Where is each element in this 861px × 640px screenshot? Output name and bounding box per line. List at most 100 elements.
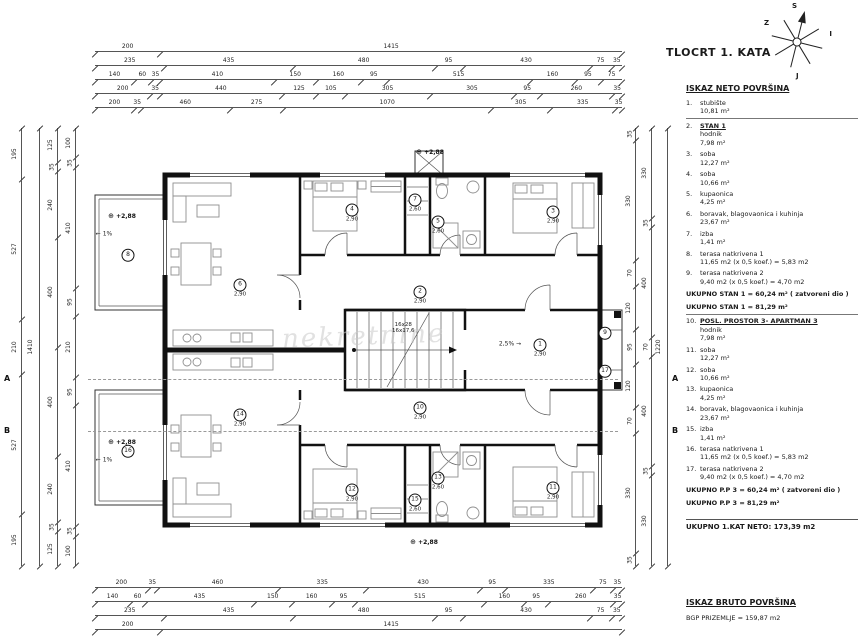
legend-item-number: 16. xyxy=(686,445,697,453)
dimension-value: 150 xyxy=(289,71,301,78)
dimension-value: 305 xyxy=(466,85,478,92)
dimension-segment: 35 xyxy=(642,466,652,476)
dimension-segment: 435 xyxy=(145,592,254,602)
dimension-segment: 95 xyxy=(66,288,76,317)
compass-rose: S Z I J xyxy=(762,2,832,80)
floor-plan xyxy=(85,125,625,575)
dimension-segment: 330 xyxy=(625,140,636,261)
legend-item-number: 12. xyxy=(686,365,697,374)
dimension-value: 240 xyxy=(46,198,54,211)
dimension-segment: 440 xyxy=(160,84,282,94)
legend-item-number: 14. xyxy=(686,405,697,414)
legend-total-row: UKUPNO P.P 3 = 81,29 m² xyxy=(686,498,780,507)
dimension-value: 240 xyxy=(46,483,54,496)
dimension-segment: 430 xyxy=(462,56,590,66)
legend-item-area: 10,66 m² xyxy=(700,373,730,382)
dimension-value: 70 xyxy=(626,269,634,278)
legend-item-label: boravak, blagovaonica i kuhinja xyxy=(700,405,804,414)
dimension-value: 95 xyxy=(66,387,74,396)
dimension-segment: 35 xyxy=(615,98,622,108)
dimension-value: 210 xyxy=(64,341,72,353)
dimension-segment: 95 xyxy=(360,70,388,80)
legend-item-area: 11,65 m2 (x 0,5 koef.) = 5,83 m2 xyxy=(700,258,809,266)
legend-item-area: 10,66 m² xyxy=(700,178,730,187)
dimension-value: 430 xyxy=(417,579,429,586)
roof-shaft xyxy=(414,150,444,176)
dimension-value: 35 xyxy=(151,85,159,92)
legend-item-number: 13. xyxy=(686,385,697,394)
dimension-segment: 95 xyxy=(434,606,463,616)
dimension-value: 410 xyxy=(211,71,224,78)
furniture xyxy=(170,177,595,347)
dimension-value: 1415 xyxy=(383,621,399,628)
legend-item-label: stubište xyxy=(700,98,726,107)
compass-south-label: J xyxy=(796,72,799,80)
dimension-value: 95 xyxy=(339,593,348,600)
dimension-value: 105 xyxy=(325,85,337,92)
stairwell xyxy=(343,308,467,392)
net-area-grand-total: UKUPNO 1.KAT NETO: 173,39 m2 xyxy=(686,519,858,531)
dimension-value: 200 xyxy=(108,99,121,106)
dimension-segment: 35 xyxy=(642,218,652,228)
dimension-segment: 335 xyxy=(278,578,367,588)
dimension-value: 70 xyxy=(642,343,650,351)
section-letter-right: B xyxy=(672,426,679,435)
legend-item-label: terasa natkrivena 1 xyxy=(700,249,764,258)
legend-item-number: 7. xyxy=(686,229,693,238)
dimension-value: 60 xyxy=(138,71,147,78)
dimension-segment: 160 xyxy=(291,592,332,602)
legend-item-number: 6. xyxy=(686,209,693,218)
dimension-value: 35 xyxy=(614,99,623,106)
dimension-segment: 140 xyxy=(95,70,134,80)
dimension-value: 60 xyxy=(133,593,142,600)
legend-total-row: UKUPNO STAN 1 = 60,24 m² ( zatvoreni dio… xyxy=(686,290,849,299)
legend-item-label: terasa natkrivena 2 xyxy=(700,269,764,278)
dimension-segment: 75 xyxy=(601,70,623,80)
dimension-value: 235 xyxy=(123,57,136,64)
dimension-value: 120 xyxy=(624,380,632,392)
dimension-value: 527 xyxy=(10,243,18,256)
dimension-segment: 515 xyxy=(355,592,485,602)
dimension-segment: 35 xyxy=(66,157,76,168)
dimension-value: 1415 xyxy=(383,43,399,50)
legend-item-area: 11,65 m2 (x 0,5 koef.) = 5,83 m2 xyxy=(700,453,809,462)
dimension-value: 95 xyxy=(444,57,453,64)
dimension-value: 95 xyxy=(369,71,378,78)
legend-item-area: 9,40 m2 (x 0,5 koef.) = 4,70 m2 xyxy=(700,277,805,286)
dimension-segment: 330 xyxy=(625,433,636,554)
dimension-value: 35 xyxy=(48,523,56,531)
dimension-value: 305 xyxy=(381,85,394,92)
legend-item-number: 4. xyxy=(686,170,693,179)
dimension-value: 125 xyxy=(293,85,305,92)
dimension-segment: 240 xyxy=(46,456,58,523)
dimension-segment: 95 xyxy=(514,84,541,94)
legend-item-label: soba xyxy=(700,150,716,159)
dimension-segment: 35 xyxy=(626,553,636,566)
dimension-segment: 240 xyxy=(46,171,58,238)
dimension-value: 75 xyxy=(596,57,605,64)
dimension-value: 150 xyxy=(267,593,279,600)
dimension-segment: 527 xyxy=(10,179,22,320)
dimension-segment: 480 xyxy=(292,606,435,616)
dimension-segment: 35 xyxy=(611,606,622,616)
dimension-value: 35 xyxy=(612,607,621,614)
dimension-segment: 305 xyxy=(345,84,430,94)
dimension-segment: 305 xyxy=(490,98,551,108)
